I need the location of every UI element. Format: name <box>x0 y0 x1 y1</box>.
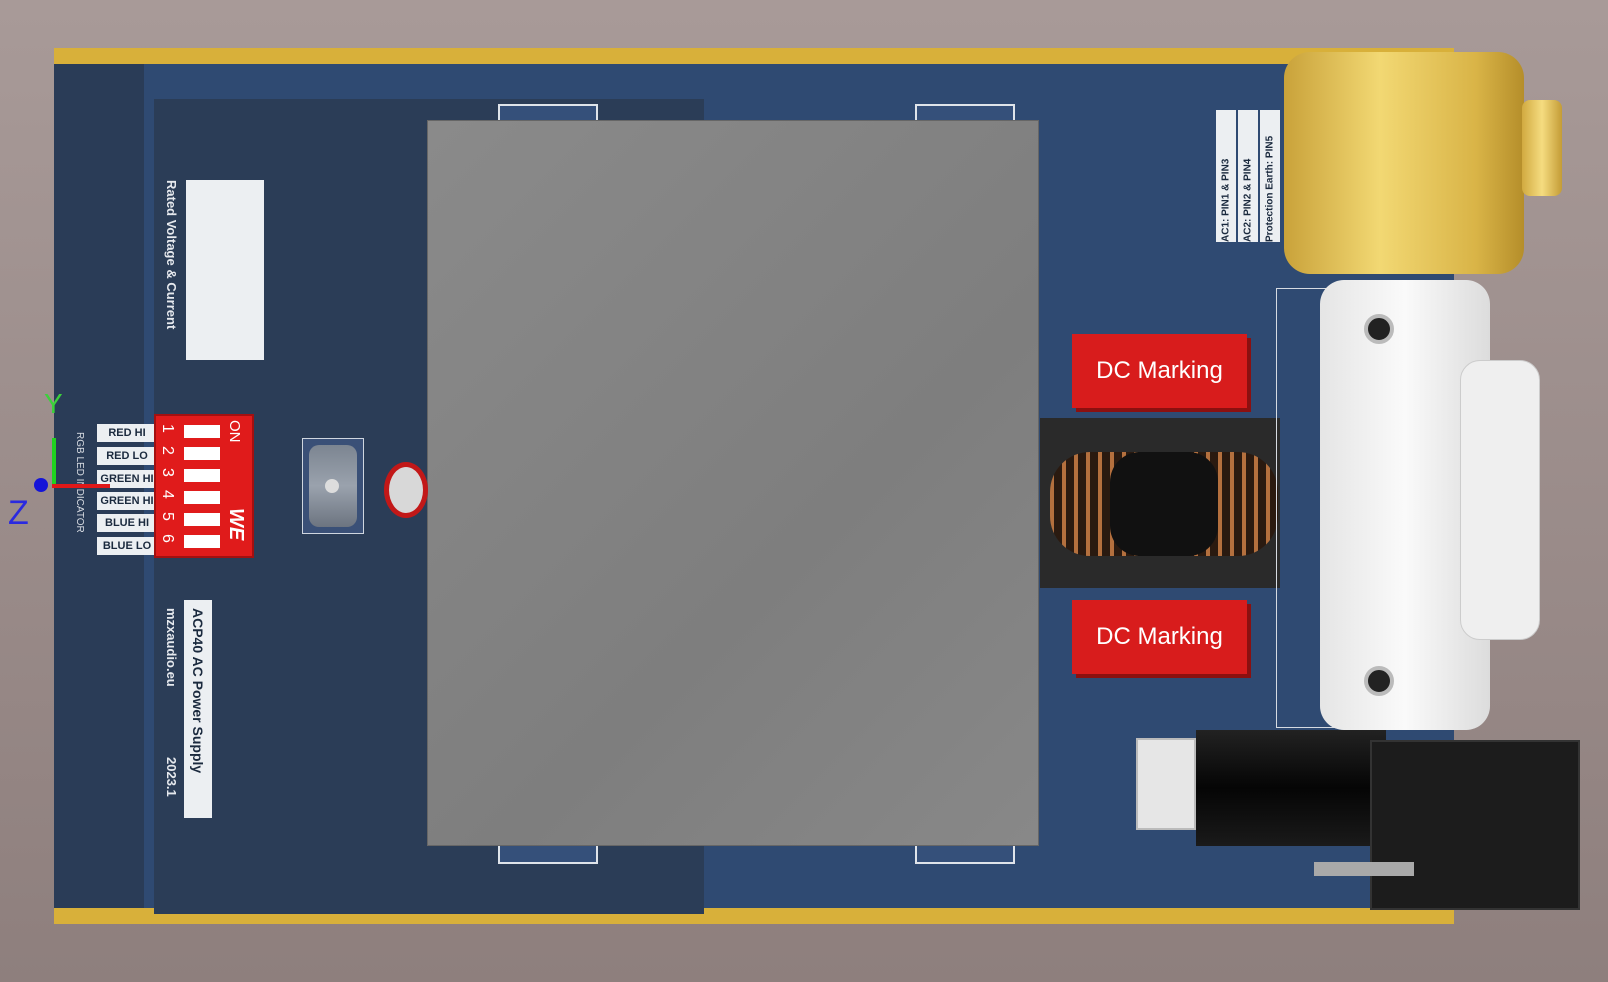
transformer-pad <box>915 104 1015 122</box>
header-connector[interactable] <box>1136 738 1196 830</box>
ac1-label: AC1: PIN1 & PIN3 <box>1216 110 1236 242</box>
dc-marking-bottom: DC Marking <box>1072 600 1247 674</box>
led-footprint <box>302 438 364 534</box>
rgb-label: GREEN HI <box>97 492 157 510</box>
transformer-pad <box>498 104 598 122</box>
dip-switch[interactable]: 1 2 3 4 5 6 ON WE <box>154 414 254 558</box>
dip-toggle[interactable] <box>184 534 220 548</box>
website-label: mzxaudio.eu <box>164 608 179 687</box>
iec-body <box>1460 360 1540 640</box>
version-label: 2023.1 <box>164 757 179 797</box>
x-axis-icon <box>52 484 110 488</box>
mount-hole-icon <box>1364 314 1394 344</box>
rated-voltage-box <box>186 180 264 360</box>
dip-number: 6 <box>159 534 176 543</box>
z-axis-origin-icon <box>34 478 48 492</box>
dip-toggle[interactable] <box>184 512 220 526</box>
dip-on-label: ON <box>226 420 243 443</box>
fuse-holder[interactable] <box>1196 730 1386 846</box>
dip-number: 2 <box>159 446 176 455</box>
y-axis-icon <box>52 438 56 488</box>
rgb-label: BLUE LO <box>97 537 157 555</box>
power-switch[interactable] <box>1370 740 1580 910</box>
rgb-label: BLUE HI <box>97 514 157 532</box>
ac2-label: AC2: PIN2 & PIN4 <box>1238 110 1258 242</box>
z-axis-label: Z <box>8 494 29 532</box>
transformer-pad <box>915 844 1015 864</box>
dip-number: 1 <box>159 424 176 433</box>
pe-label: Protection Earth: PIN5 <box>1260 110 1280 242</box>
dip-toggle[interactable] <box>184 446 220 460</box>
we-logo: WE <box>225 508 247 541</box>
board-title-label: ACP40 AC Power Supply <box>184 600 212 818</box>
y-axis-label: Y <box>44 388 63 419</box>
connector-nut <box>1522 100 1562 196</box>
rgb-label: RED LO <box>97 447 157 465</box>
choke-core <box>1110 452 1218 556</box>
mount-hole-icon <box>1364 666 1394 696</box>
led-lens-icon <box>325 479 339 493</box>
transformer-pad <box>498 844 598 864</box>
rated-voltage-label: Rated Voltage & Current <box>164 180 179 330</box>
dip-toggle[interactable] <box>184 468 220 482</box>
dc-marking-top: DC Marking <box>1072 334 1247 408</box>
dip-toggle[interactable] <box>184 490 220 504</box>
dip-toggle[interactable] <box>184 424 220 438</box>
ac-connector[interactable] <box>1284 52 1524 274</box>
rgb-label: RED HI <box>97 424 157 442</box>
dip-number: 5 <box>159 512 176 521</box>
dip-number: 3 <box>159 468 176 477</box>
rgb-indicator-label: RGB LED INDICATOR <box>74 432 85 533</box>
dip-number: 4 <box>159 490 176 499</box>
rgb-label: GREEN HI <box>97 470 157 488</box>
switch-pin <box>1314 862 1414 876</box>
transformer[interactable] <box>427 120 1039 846</box>
capacitor[interactable] <box>384 462 428 518</box>
